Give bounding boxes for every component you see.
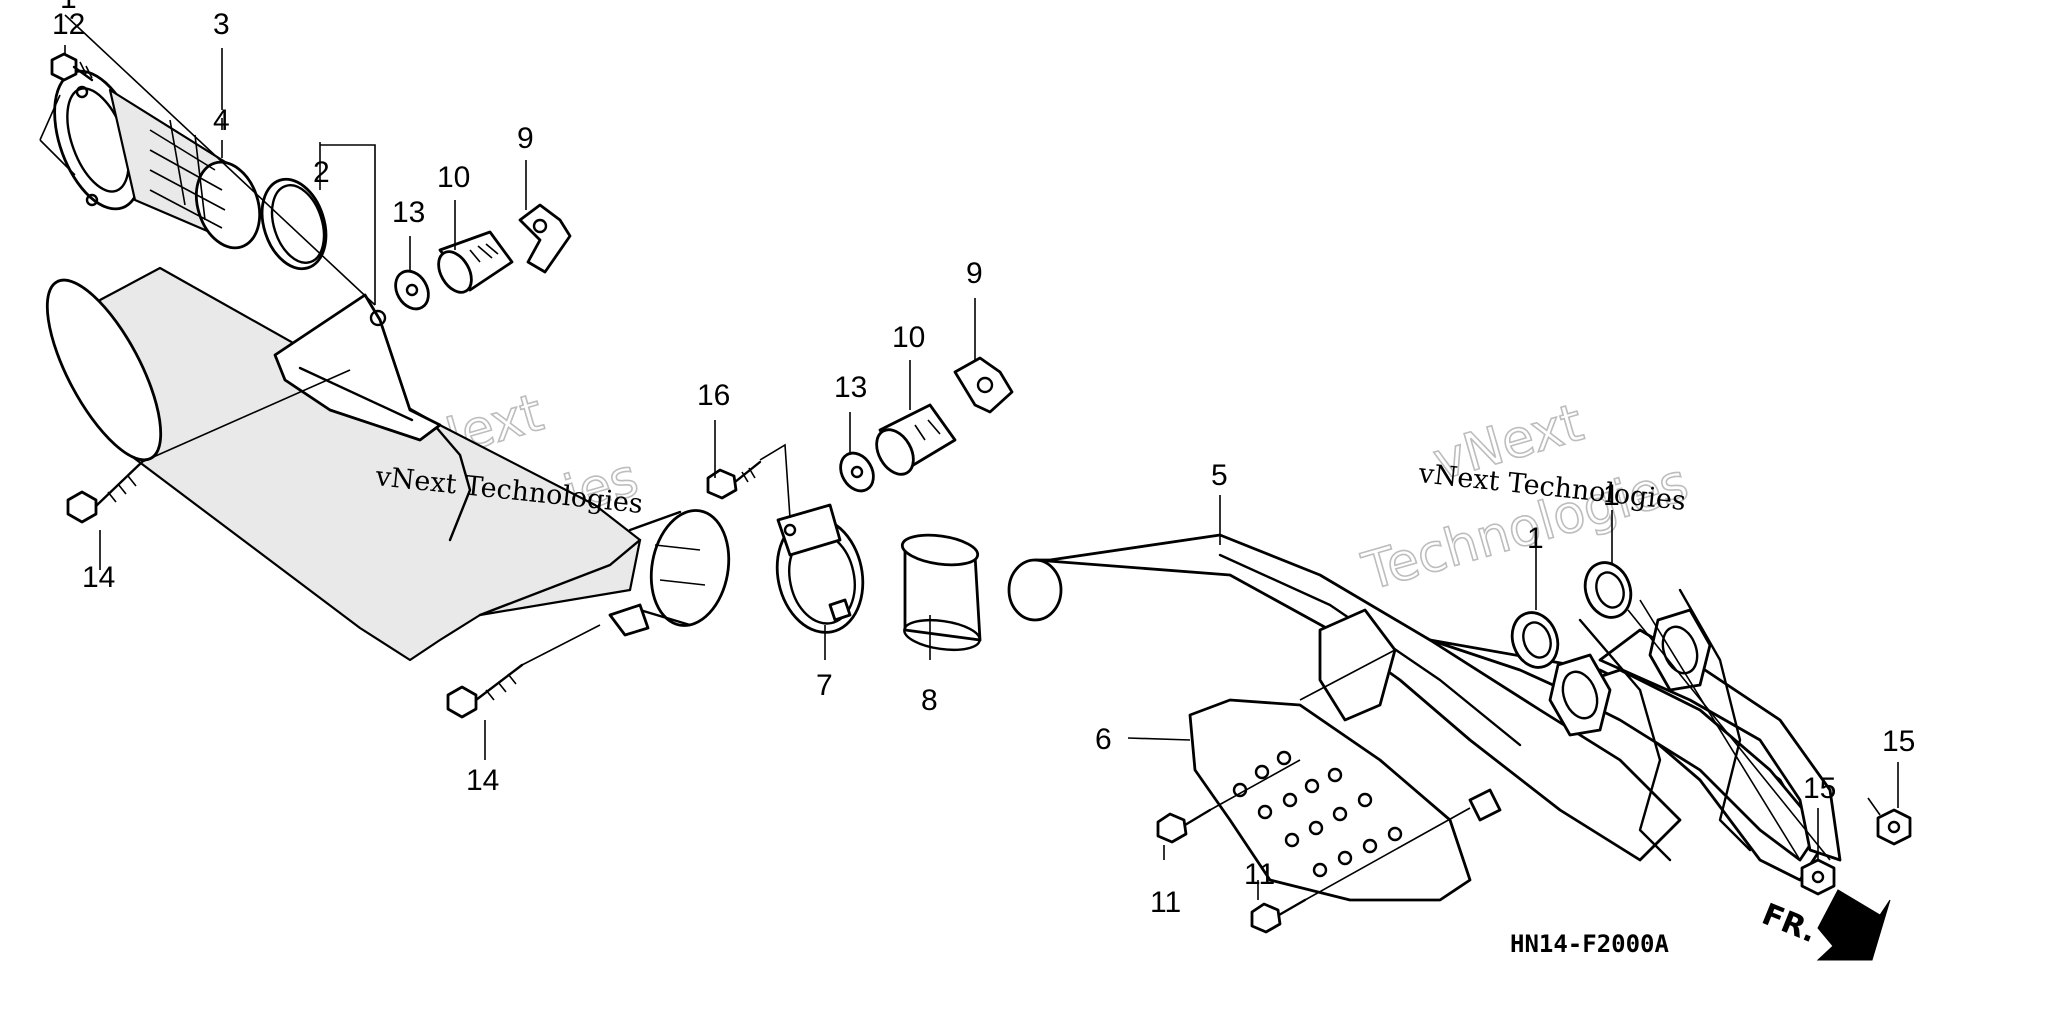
front-direction-marker: FR. [1757, 889, 1891, 961]
callout-16: 16 [697, 379, 730, 412]
muffler-end-cap [53, 69, 262, 250]
front-arrow-icon [1816, 889, 1891, 961]
callout-15-right: 15 [1882, 725, 1915, 758]
bolt-11-lower [1250, 898, 1307, 934]
exhaust-gaskets [1510, 561, 1633, 669]
callout-11-left: 11 [1150, 886, 1181, 919]
callout-14-upper: 14 [82, 561, 115, 594]
nut-15-right [1876, 808, 1912, 846]
mid-mount-set [839, 356, 1014, 493]
callout-13-mid: 13 [834, 371, 867, 404]
callout-11-right: 11 [1244, 858, 1275, 891]
upper-mount-set [394, 203, 572, 311]
bolt-14-lower [446, 663, 524, 719]
callout-9-upper: 9 [517, 122, 534, 155]
muffler [45, 266, 731, 662]
bolt-12 [50, 52, 94, 82]
front-label: FR. [1757, 897, 1822, 950]
callout-labels: 1 12 3 4 2 13 10 9 14 14 16 13 10 9 7 8 … [52, 0, 1915, 919]
callout-6: 6 [1095, 723, 1112, 756]
callout-10-mid: 10 [892, 321, 925, 354]
figure-reference: HN14-F2000A [1510, 930, 1669, 958]
callout-12: 12 [52, 8, 85, 41]
callout-1-top: 1 [60, 0, 77, 15]
bolt-14-upper [66, 460, 144, 524]
exhaust-clamp [775, 503, 865, 634]
callout-3: 3 [213, 8, 230, 41]
nut-15-left [1800, 858, 1836, 896]
joint-sleeve [900, 533, 982, 652]
heat-guard [1188, 698, 1472, 902]
callout-7: 7 [816, 669, 833, 702]
gasket-ring [260, 177, 328, 271]
callout-1-right-gasket: 1 [1603, 479, 1620, 512]
callout-14-lower: 14 [466, 764, 499, 797]
callout-13-upper: 13 [392, 196, 425, 229]
callout-9-mid: 9 [966, 257, 983, 290]
callout-4: 4 [213, 104, 230, 137]
callout-15-left: 15 [1803, 772, 1836, 805]
leader-lines [39, 14, 1899, 901]
callout-2: 2 [313, 156, 330, 189]
callout-8: 8 [921, 684, 938, 717]
callout-5: 5 [1211, 459, 1228, 492]
exhaust-pipe [1007, 533, 1842, 882]
callout-10-upper: 10 [437, 161, 470, 194]
callout-1-left-gasket: 1 [1527, 522, 1544, 555]
bolt-11-upper [1156, 808, 1212, 844]
